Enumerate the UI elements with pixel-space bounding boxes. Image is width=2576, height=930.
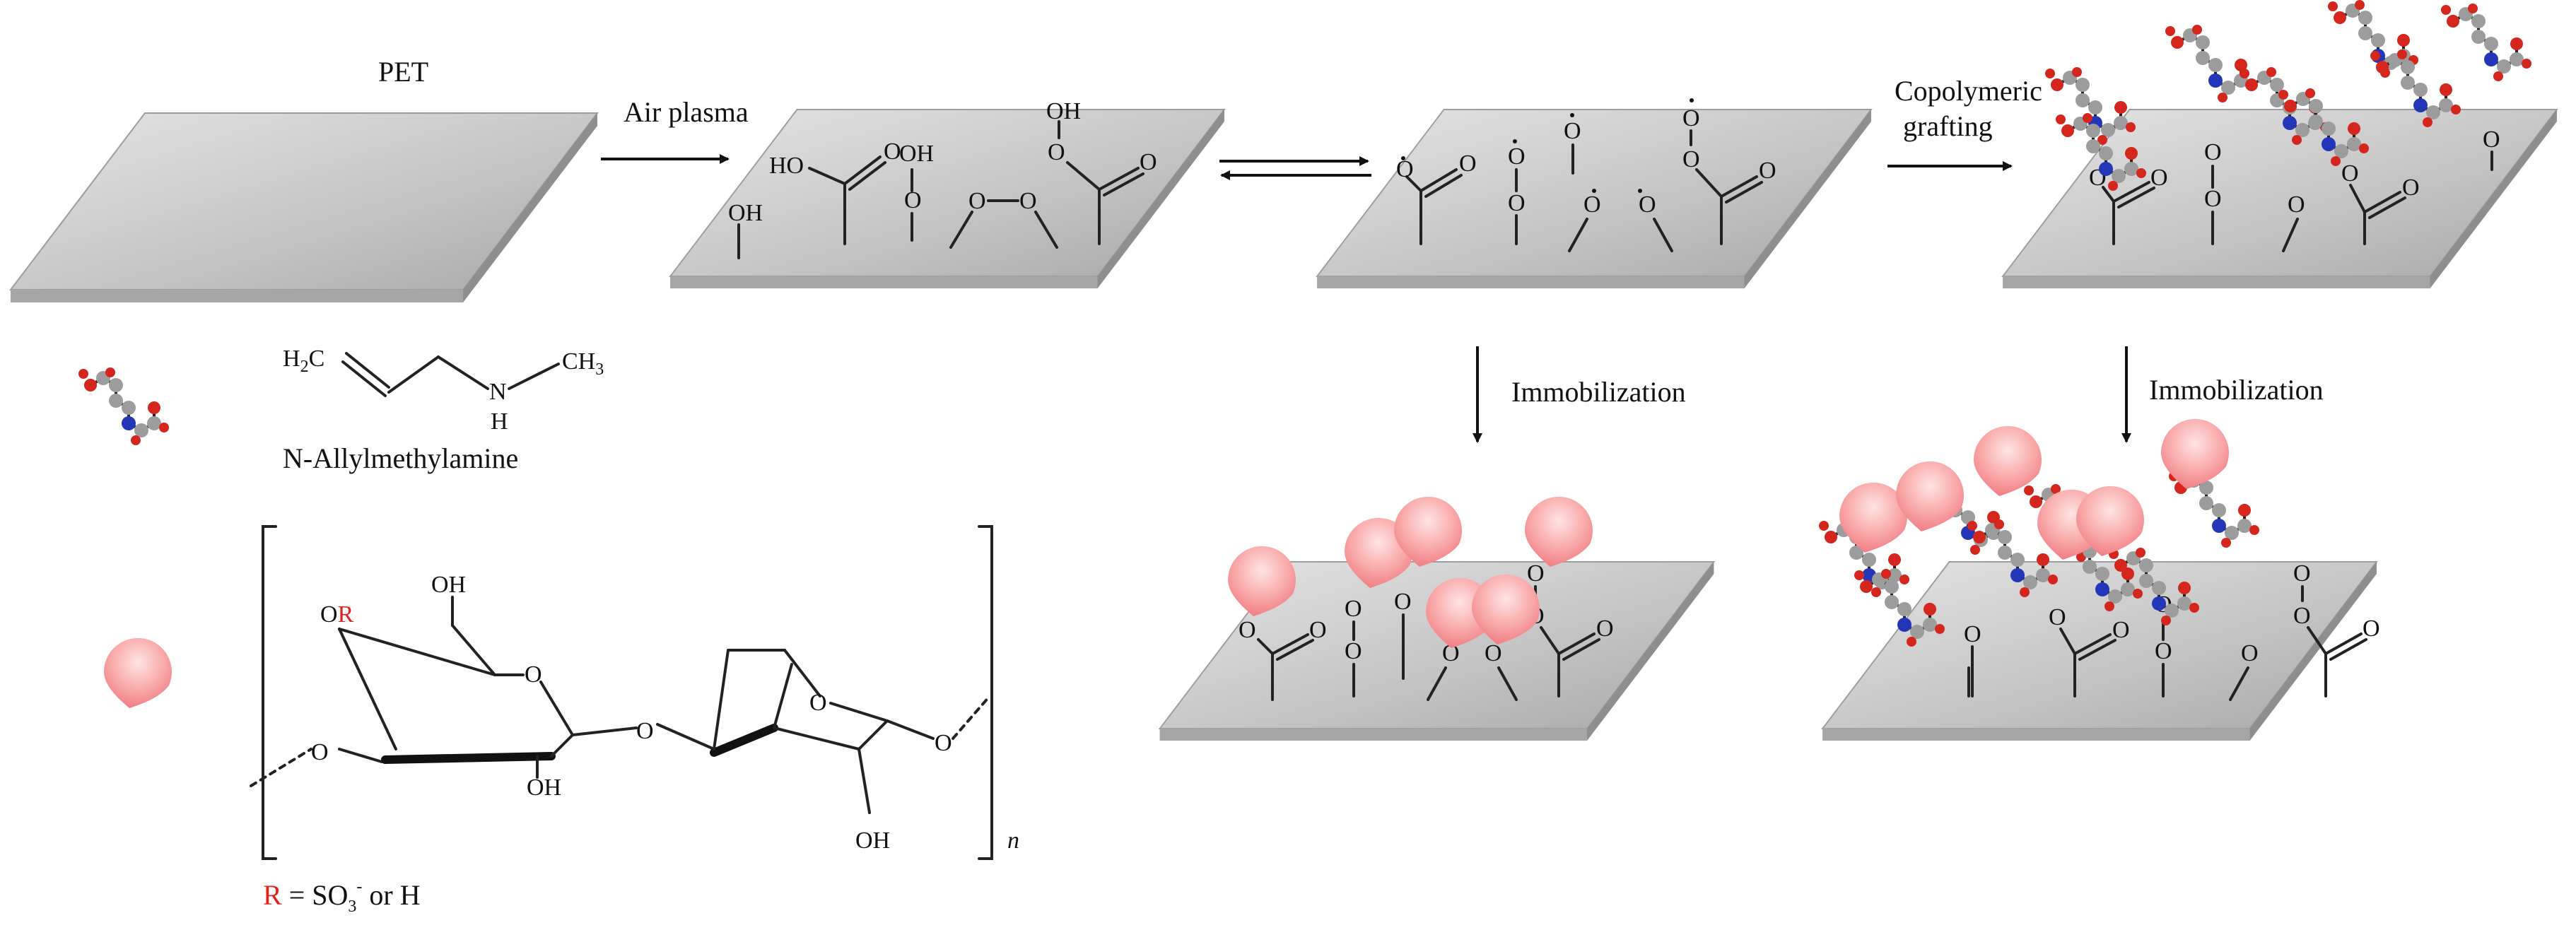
svg-text:OH: OH: [1046, 98, 1081, 124]
svg-text:O: O: [2049, 604, 2066, 630]
svg-text:H: H: [491, 408, 508, 435]
radical-groups: O O O O O O O O O O: [1396, 98, 1776, 252]
svg-text:O: O: [1345, 596, 1362, 622]
svg-text:O: O: [1564, 118, 1581, 144]
svg-text:O: O: [2112, 617, 2130, 643]
svg-text:n: n: [1007, 828, 1019, 854]
svg-text:O: O: [1508, 190, 1526, 216]
svg-text:O: O: [2155, 638, 2172, 664]
svg-text:O: O: [1459, 151, 1477, 177]
heparin-repeat-unit: O O OH OR OH O O OH O n: [250, 525, 1019, 860]
grafted-chains: O O O O O O O O: [2044, 0, 2533, 252]
svg-text:HO: HO: [769, 153, 804, 179]
svg-text:O: O: [1682, 105, 1700, 131]
plasma-treated-plate: [669, 109, 1225, 290]
svg-text:OH: OH: [431, 572, 466, 598]
immobilized-groups: O O O O O O O O O O: [1228, 496, 1614, 701]
svg-text:O: O: [1682, 146, 1700, 172]
svg-text:O: O: [2293, 603, 2311, 629]
svg-text:O: O: [311, 739, 329, 765]
svg-text:O: O: [2341, 160, 2359, 187]
svg-text:OR: OR: [320, 601, 354, 628]
svg-text:OH: OH: [728, 200, 763, 226]
svg-text:O: O: [2204, 186, 2222, 212]
svg-text:O: O: [2241, 640, 2259, 666]
pet-substrate-plate: [10, 112, 598, 303]
air-plasma-label: Air plasma: [623, 96, 749, 128]
svg-text:OH: OH: [855, 828, 890, 854]
svg-text:O: O: [1639, 192, 1656, 218]
svg-text:H2C: H2C: [283, 346, 324, 376]
heparin-legend-drop: [104, 637, 172, 708]
svg-text:CH3: CH3: [562, 348, 604, 379]
immobilization-label-1: Immobilization: [1511, 376, 1686, 408]
svg-text:O: O: [1019, 188, 1037, 214]
svg-text:O: O: [2293, 560, 2311, 587]
immobilization-label-2: Immobilization: [2149, 374, 2324, 406]
heparin-drop: [1974, 425, 2042, 496]
pet-label: PET: [378, 56, 428, 88]
svg-text:O: O: [1583, 192, 1601, 218]
svg-text:O: O: [1964, 621, 1981, 647]
svg-text:O: O: [1485, 640, 1502, 666]
svg-text:O: O: [1596, 616, 1614, 642]
svg-text:O: O: [2483, 126, 2500, 153]
svg-text:O: O: [968, 188, 986, 214]
svg-text:O: O: [1345, 638, 1362, 664]
svg-text:O: O: [525, 661, 542, 688]
svg-text:O: O: [2204, 139, 2222, 165]
svg-text:O: O: [1508, 143, 1526, 170]
svg-text:N: N: [489, 379, 507, 405]
r-definition-label: R = SO3- or H: [263, 878, 421, 916]
allylmethylamine-structure: H2C N H CH3: [283, 346, 604, 435]
grafted-immobilized-groups: O O O O O O O O O: [1817, 418, 2380, 701]
equilibrium-arrows: [1219, 156, 1371, 180]
svg-text:O: O: [2150, 165, 2168, 191]
monomer-legend-molecule: [77, 366, 170, 447]
grafting-label: grafting: [1903, 110, 1993, 142]
svg-text:O: O: [1048, 139, 1065, 165]
svg-text:O: O: [809, 690, 827, 716]
svg-text:O: O: [1394, 589, 1412, 615]
svg-text:O: O: [2402, 175, 2420, 201]
svg-text:O: O: [636, 718, 654, 744]
copolymeric-label: Copolymeric: [1895, 75, 2042, 107]
svg-text:O: O: [1527, 560, 1545, 587]
svg-text:O: O: [1239, 617, 1256, 643]
peroxide-hydroxyl-groups: OH HO O O OH O O O O OH: [728, 98, 1157, 259]
heparin-drop: [1525, 496, 1593, 567]
svg-text:OH: OH: [899, 141, 934, 167]
svg-text:O: O: [2288, 192, 2305, 218]
svg-text:O: O: [1309, 617, 1327, 643]
amine-name-label: N-Allylmethylamine: [283, 442, 518, 474]
svg-text:O: O: [1140, 149, 1157, 175]
svg-text:O: O: [884, 139, 901, 165]
svg-text:O: O: [1759, 158, 1776, 184]
svg-text:O: O: [935, 730, 952, 756]
svg-text:OH: OH: [527, 775, 561, 801]
svg-text:O: O: [2363, 616, 2380, 642]
grafted-plate: [2002, 109, 2558, 290]
svg-text:O: O: [1396, 156, 1414, 182]
